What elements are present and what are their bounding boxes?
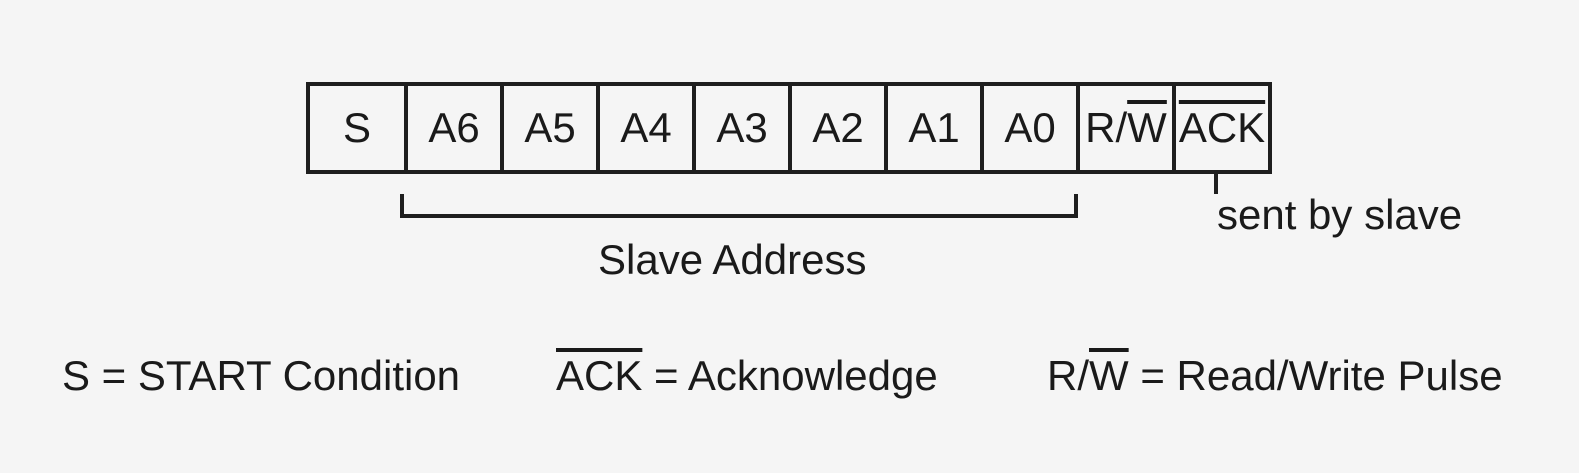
address-bit-a4-cell: A4 bbox=[596, 86, 692, 170]
address-bit-a1-cell: A1 bbox=[884, 86, 980, 170]
legend-read-write-prefix: R/ bbox=[1047, 352, 1089, 399]
address-bit-a4-label: A4 bbox=[620, 104, 672, 151]
address-bit-a3-cell: A3 bbox=[692, 86, 788, 170]
address-bit-a1-label: A1 bbox=[908, 104, 960, 151]
address-bit-a6-cell: A6 bbox=[404, 86, 500, 170]
legend-start-symbol: S bbox=[62, 352, 91, 399]
ack-bit-label: ACK bbox=[1178, 104, 1266, 151]
address-bit-a5-label: A5 bbox=[524, 104, 576, 151]
address-bit-a2-cell: A2 bbox=[788, 86, 884, 170]
legend-ack-symbol: ACK bbox=[556, 352, 643, 399]
legend-start: S = START Condition bbox=[62, 352, 460, 400]
legend-ack: ACK = Acknowledge bbox=[556, 352, 938, 400]
read-write-bit-overline: W bbox=[1127, 104, 1167, 151]
address-bit-a2-label: A2 bbox=[812, 104, 864, 151]
address-frame: S A6 A5 A4 A3 A2 A1 A0 R/W ACK bbox=[306, 82, 1272, 174]
read-write-bit-cell: R/W bbox=[1076, 86, 1172, 170]
ack-note-label: sent by slave bbox=[1217, 191, 1463, 238]
address-bit-a6-label: A6 bbox=[428, 104, 480, 151]
legend-ack-text: = Acknowledge bbox=[642, 352, 938, 399]
address-bit-a0-cell: A0 bbox=[980, 86, 1076, 170]
legend-start-text: = START Condition bbox=[90, 352, 461, 399]
address-bit-a0-label: A0 bbox=[1004, 104, 1056, 151]
read-write-bit-prefix: R/ bbox=[1085, 104, 1128, 151]
legend-read-write-overline: W bbox=[1089, 352, 1129, 399]
ack-bit-cell: ACK bbox=[1172, 86, 1268, 170]
address-bit-a3-label: A3 bbox=[716, 104, 768, 151]
legend-read-write: R/W = Read/Write Pulse bbox=[1047, 352, 1503, 400]
start-bit-label: S bbox=[342, 104, 371, 151]
ack-pointer-line bbox=[1214, 174, 1218, 194]
start-bit-cell: S bbox=[310, 86, 404, 170]
slave-address-label: Slave Address bbox=[598, 236, 867, 283]
slave-address-bracket bbox=[400, 194, 1078, 218]
legend-read-write-text: = Read/Write Pulse bbox=[1128, 352, 1503, 399]
address-bit-a5-cell: A5 bbox=[500, 86, 596, 170]
